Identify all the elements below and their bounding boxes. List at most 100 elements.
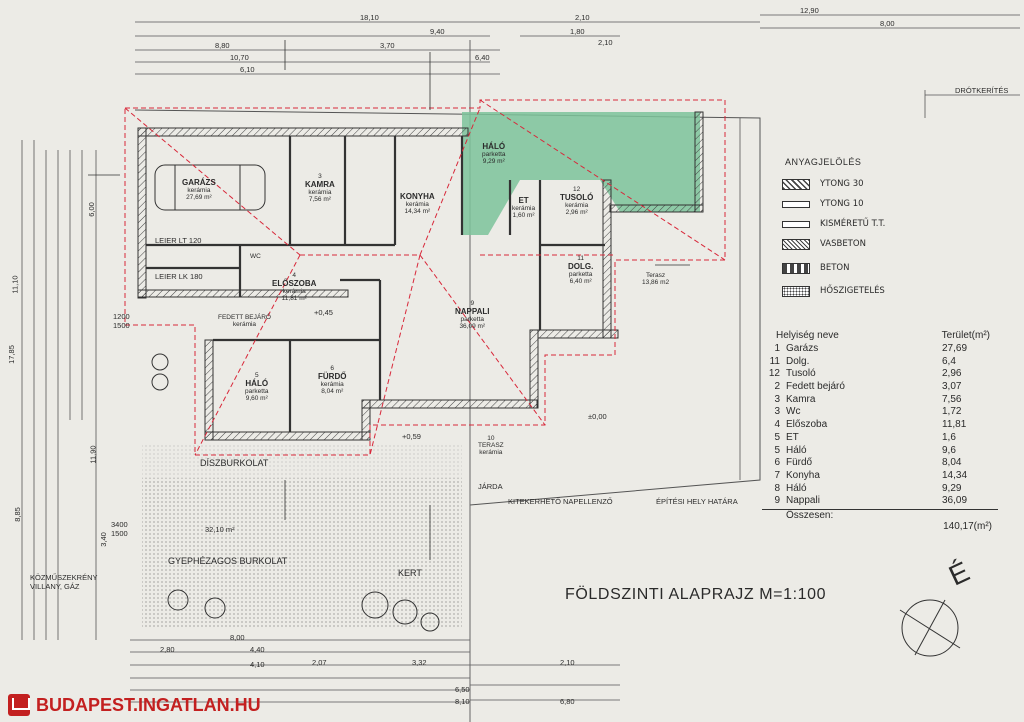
legend-item-kismeretu: KISMÉRETŰ T.T.: [782, 218, 885, 230]
jarda-label: JÁRDA: [478, 482, 503, 491]
cell-no: 11: [769, 355, 780, 367]
dim-top-4: 8,00: [880, 19, 895, 28]
room-furdo-finish: kerámia: [320, 381, 344, 388]
dim-top-1: 9,40: [430, 27, 445, 36]
room-halo-2-area: 9,29 m²: [482, 158, 505, 165]
room-dolg-no: 11: [577, 255, 585, 262]
room-tusolo-no: 12: [573, 186, 581, 193]
legend-label: HŐSZIGETELÉS: [820, 286, 885, 296]
room-furdo-area: 8,04 m²: [321, 388, 344, 395]
beton-swatch: [782, 262, 810, 274]
room-dolg-name: DOLG.: [568, 262, 594, 271]
dim-top-3: 12,90: [800, 6, 819, 15]
watermark: BUDAPEST.INGATLAN.HU: [0, 688, 300, 722]
room-eloszoba-name: ELŐSZOBA: [272, 279, 317, 288]
cell-name: Wc: [786, 406, 801, 418]
room-garazs: GARÁZS kerámia 27,69 m²: [182, 178, 216, 201]
cell-name: Dolg.: [786, 355, 810, 367]
kozmu-text: KÖZMŰSZEKRÉNY VILLANY, GÁZ: [30, 573, 98, 591]
room-nappali-finish: parketta: [460, 316, 485, 323]
top-dimension-lines: [135, 14, 1020, 75]
room-et-name: ET: [518, 196, 529, 205]
legend-item-ytong10: YTONG 10: [782, 198, 864, 210]
area-table-header: Helyiség neve Terület(m²): [762, 330, 998, 341]
room-halo-1-name: HÁLÓ: [245, 379, 269, 388]
dim-left-1: 17,85: [6, 345, 16, 364]
gyephezagos-label: GYEPHÉZAGOS BURKOLAT: [168, 556, 288, 566]
table-row: 11 Dolg. 6,4: [762, 356, 998, 369]
level-plus059-label: +0,59: [402, 432, 421, 441]
drotkerites-label: DRÓTKERÍTÉS: [955, 86, 1009, 95]
interior-walls: [146, 136, 605, 432]
dim-left-9: 1500: [111, 529, 128, 538]
room-fedett-bejaro-finish: kerámia: [232, 321, 257, 328]
room-dolg-area: 6,40 m²: [569, 278, 592, 285]
dim-bottom-8: 8,10: [455, 697, 470, 706]
room-dolg-finish: parketta: [568, 271, 593, 278]
cell-area: 2,96: [942, 368, 962, 380]
dim-bottom-2: 4,40: [250, 645, 265, 654]
legend-item-vasbeton: VASBETON: [782, 238, 866, 250]
legend-label: YTONG 30: [820, 179, 864, 189]
car-symbol: [154, 164, 266, 211]
total-label: Összesen:: [786, 509, 834, 521]
cell-no: 8: [774, 482, 780, 494]
leier-lt-label: LEIER LT 120: [155, 236, 202, 245]
cell-area: 6,4: [942, 355, 956, 367]
room-et-finish: kerámia: [512, 205, 536, 212]
epitesi-hely-label: ÉPÍTÉSI HELY HATÁRA: [656, 497, 738, 506]
legend-item-ytong30: YTONG 30: [782, 178, 864, 190]
cell-name: Nappali: [786, 495, 820, 507]
cell-area: 3,07: [942, 381, 962, 393]
cell-no: 5: [774, 444, 780, 456]
room-dolg: 11 DOLG. parketta 6,40 m²: [568, 255, 593, 285]
cell-no: 3: [774, 406, 780, 418]
room-tusolo-finish: kerámia: [565, 202, 589, 209]
dim-left-7: 1500: [113, 321, 130, 330]
dim-bottom-5: 2,10: [560, 658, 575, 667]
dim-top-5: 3,70: [380, 41, 395, 50]
room-konyha: KONYHA kerámia 14,34 m²: [400, 192, 435, 215]
header-area: Terület(m²): [941, 330, 990, 341]
room-nappali-no: 9: [470, 300, 475, 307]
garden-plants: [151, 353, 440, 632]
room-halo-1-no: 5: [254, 372, 259, 379]
room-tusolo-area: 2,96 m²: [565, 209, 588, 216]
site-boundary-right: [739, 90, 1020, 480]
room-kamra-no: 3: [318, 173, 322, 180]
room-et: ET kerámia 1,60 m²: [512, 196, 535, 219]
cell-name: Háló: [786, 444, 807, 456]
cell-no: 9: [774, 495, 780, 507]
dim-top-7: 10,70: [230, 53, 249, 62]
room-kamra-name: KAMRA: [305, 180, 335, 189]
cell-no: 7: [774, 469, 780, 481]
room-nappali-name: NAPPALI: [455, 307, 490, 316]
gyephezagos-area: [142, 478, 462, 628]
room-halo-1-finish: parketta: [245, 388, 269, 395]
dim-bottom-9: 6,80: [560, 697, 575, 706]
room-terasz-10-name: TERASZ: [478, 442, 504, 449]
room-halo-1: 5 HÁLÓ parketta 9,60 m²: [245, 372, 269, 402]
cell-no: 5: [774, 431, 780, 443]
room-terasz-10-finish: kerámia: [479, 449, 503, 456]
dim-bottom-1: 2,80: [160, 645, 175, 654]
room-kamra-area: 7,56 m²: [308, 196, 331, 203]
ytong30-swatch: [782, 178, 810, 190]
cell-name: Garázs: [786, 343, 819, 354]
dim-top-8: 6,10: [240, 65, 255, 74]
cell-no: 3: [774, 393, 780, 405]
room-fedett-bejaro-name: FEDETT BEJÁRÓ: [218, 314, 271, 321]
cell-area: 11,81: [942, 419, 967, 431]
legend-label: BETON: [820, 263, 850, 273]
cell-no: 4: [774, 419, 780, 431]
